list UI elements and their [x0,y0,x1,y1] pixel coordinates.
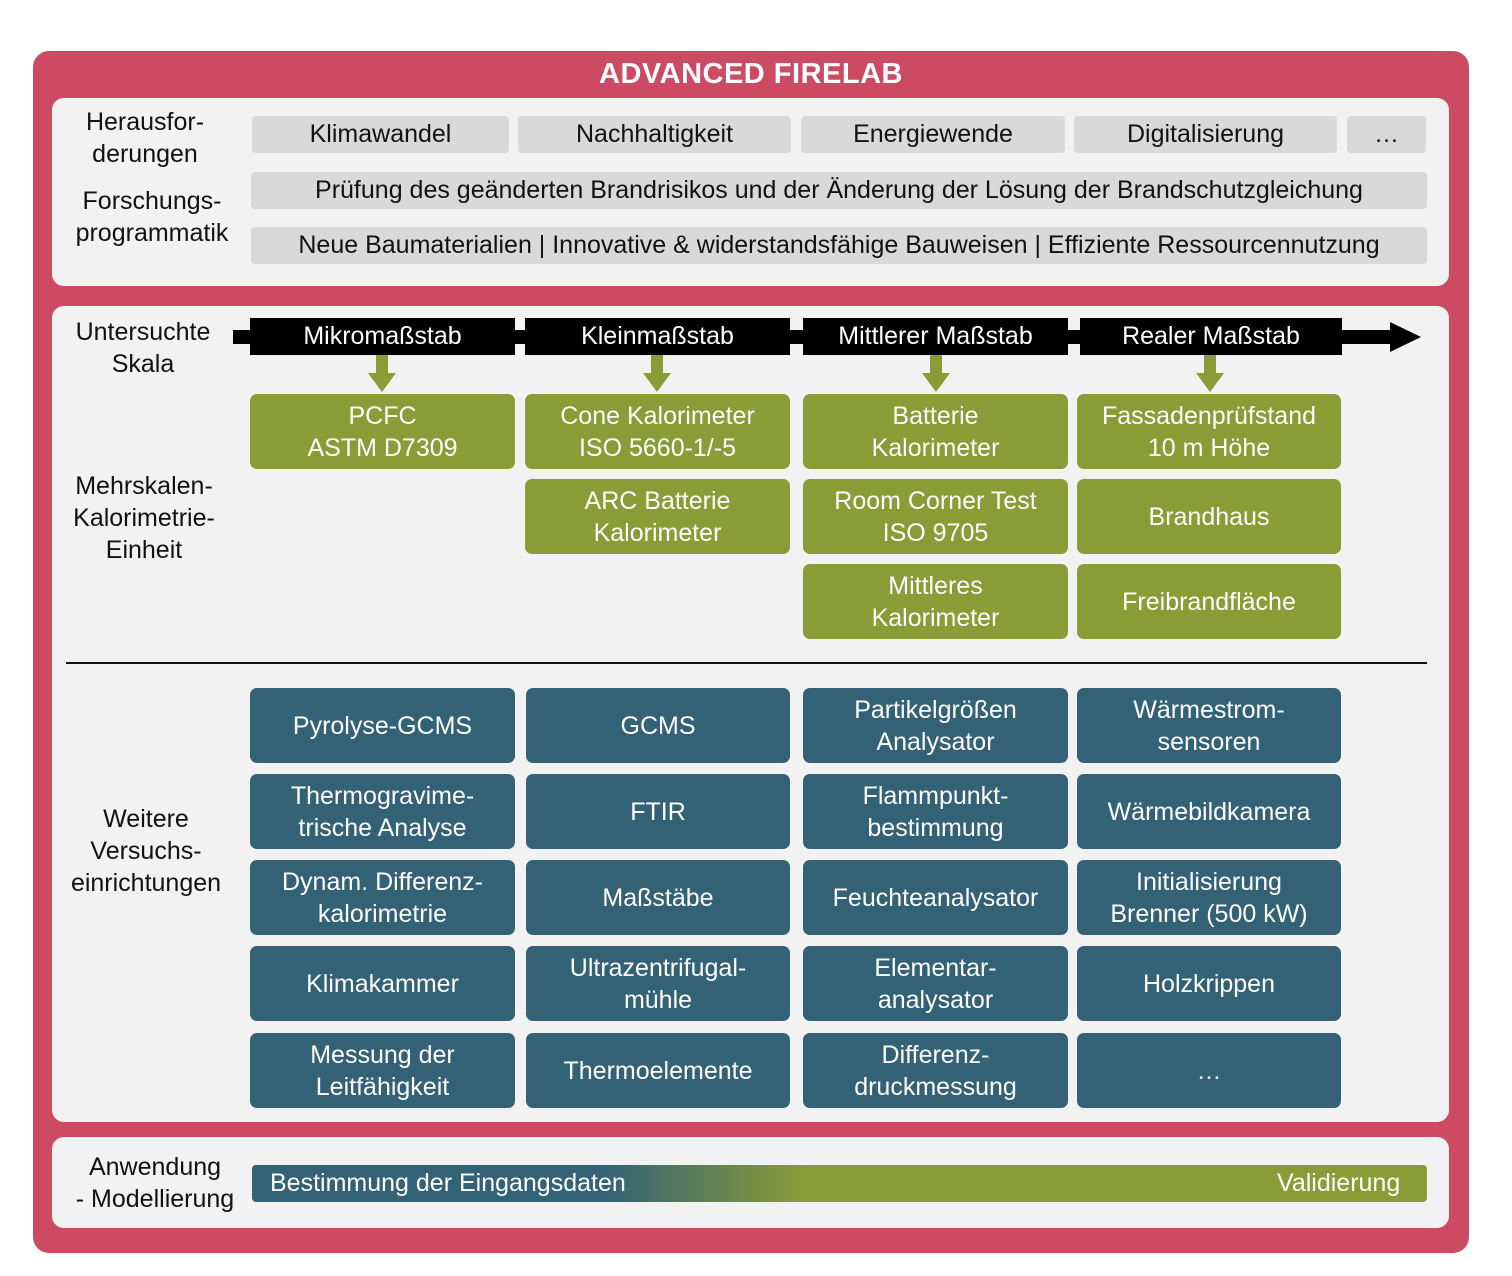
research-line-2: Neue Baumaterialien | Innovative & wider… [251,227,1427,264]
page-title: ADVANCED FIRELAB [599,58,903,90]
calorimetry-box: Batterie Kalorimeter [803,394,1068,469]
facility-box: Pyrolyse-GCMS [250,688,515,763]
calorimetry-box: ARC Batterie Kalorimeter [525,479,790,554]
facility-box: Differenz- druckmessung [803,1033,1068,1108]
scale-mikro: Mikromaßstab [250,318,515,355]
facility-box: Thermogravime- trische Analyse [250,774,515,849]
calorimetry-box: Cone Kalorimeter ISO 5660-1/-5 [525,394,790,469]
challenge-box: Klimawandel [252,116,509,153]
challenge-box: Energiewende [801,116,1065,153]
facility-box: Messung der Leitfähigkeit [250,1033,515,1108]
application-gradient-bar [252,1165,1427,1202]
application-right-label: Validierung [1277,1169,1401,1197]
facility-box: Maßstäbe [526,860,790,935]
scale-klein: Kleinmaßstab [525,318,790,355]
facility-box: Wärmebildkamera [1077,774,1341,849]
scale-real: Realer Maßstab [1080,318,1342,355]
facility-box: Feuchteanalysator [803,860,1068,935]
calorimetry-box: Brandhaus [1077,479,1341,554]
challenge-box: Digitalisierung [1074,116,1337,153]
label-weitere: Weitere Versuchs- einrichtungen [70,805,222,897]
facility-box: Klimakammer [250,946,515,1021]
facility-box: Thermoelemente [526,1033,790,1108]
calorimetry-box: PCFC ASTM D7309 [250,394,515,469]
facility-box: Partikelgrößen Analysator [803,688,1068,763]
application-left-label: Bestimmung der Eingangsdaten [270,1169,626,1197]
facility-box: … [1077,1033,1341,1108]
research-line-1: Prüfung des geänderten Brandrisikos und … [251,172,1427,209]
label-forschungsprogrammatik: Forschungs- programmatik [75,187,229,247]
challenge-box: Nachhaltigkeit [518,116,791,153]
label-mehrskalen: Mehrskalen- Kalorimetrie- Einheit [73,472,215,564]
calorimetry-box: Mittleres Kalorimeter [803,564,1068,639]
facility-box: Holzkrippen [1077,946,1341,1021]
calorimetry-box: Room Corner Test ISO 9705 [803,479,1068,554]
facility-box: Elementar- analysator [803,946,1068,1021]
facility-box: GCMS [526,688,790,763]
facility-box: FTIR [526,774,790,849]
facility-box: Ultrazentrifugal- mühle [526,946,790,1021]
scale-mittel: Mittlerer Maßstab [803,318,1068,355]
facility-box: Initialisierung Brenner (500 kW) [1077,860,1341,935]
calorimetry-box: Fassadenprüfstand 10 m Höhe [1077,394,1341,469]
calorimetry-box: Freibrandfläche [1077,564,1341,639]
divider [66,662,1427,664]
label-untersuchte-skala: Untersuchte Skala [75,318,211,378]
challenge-box: … [1347,116,1426,153]
facility-box: Flammpunkt- bestimmung [803,774,1068,849]
facility-box: Wärmestrom- sensoren [1077,688,1341,763]
label-herausforderungen: Herausfor- derungen [85,108,205,168]
label-anwendung: Anwendung - Modellierung [75,1153,235,1213]
facility-box: Dynam. Differenz- kalorimetrie [250,860,515,935]
